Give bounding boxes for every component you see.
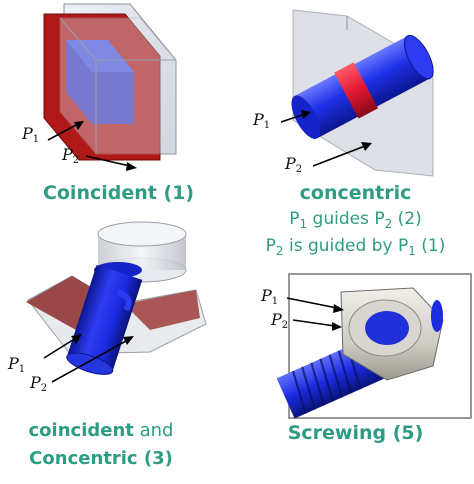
concentric-illustration [280, 9, 434, 177]
point-label-p2: P2 [285, 154, 303, 175]
point-label-p2: P2 [271, 310, 289, 331]
caption-concentric-title: concentric [299, 182, 412, 204]
panel-screwing: P1 P2 Screwing (5) [237, 270, 474, 484]
point-label-p2: P2 [30, 373, 48, 394]
caption-coincident: Coincident (1) [42, 182, 195, 204]
caption-p2-guided-by-p1: P2 is guided by P1 (1) [265, 236, 446, 258]
panel-concentric: P1 P2 concentric P1 guides P2 (2) P2 is … [237, 0, 474, 265]
caption-p1-guides-p2: P1 guides P2 (2) [289, 209, 422, 231]
caption-coincident-and: coincident and [28, 420, 174, 441]
coincident-illustration [43, 3, 177, 171]
panel-coincident: P1 P2 Coincident (1) [0, 0, 237, 230]
point-label-p2: P2 [62, 145, 80, 166]
point-label-p1: P1 [253, 110, 271, 131]
red-ring [334, 62, 379, 119]
point-label-p1: P1 [22, 124, 40, 145]
caption-concentric-3: Concentric (3) [29, 448, 173, 469]
nut-bolt-illustration [276, 273, 472, 419]
point-label-p1: P1 [8, 354, 26, 375]
caption-screwing: Screwing (5) [287, 422, 424, 444]
panel-coincident-concentric: P1 P2 coincident and Concentric (3) [0, 220, 237, 484]
bolt-plate-illustration [26, 221, 207, 383]
point-label-p1: P1 [261, 286, 279, 307]
